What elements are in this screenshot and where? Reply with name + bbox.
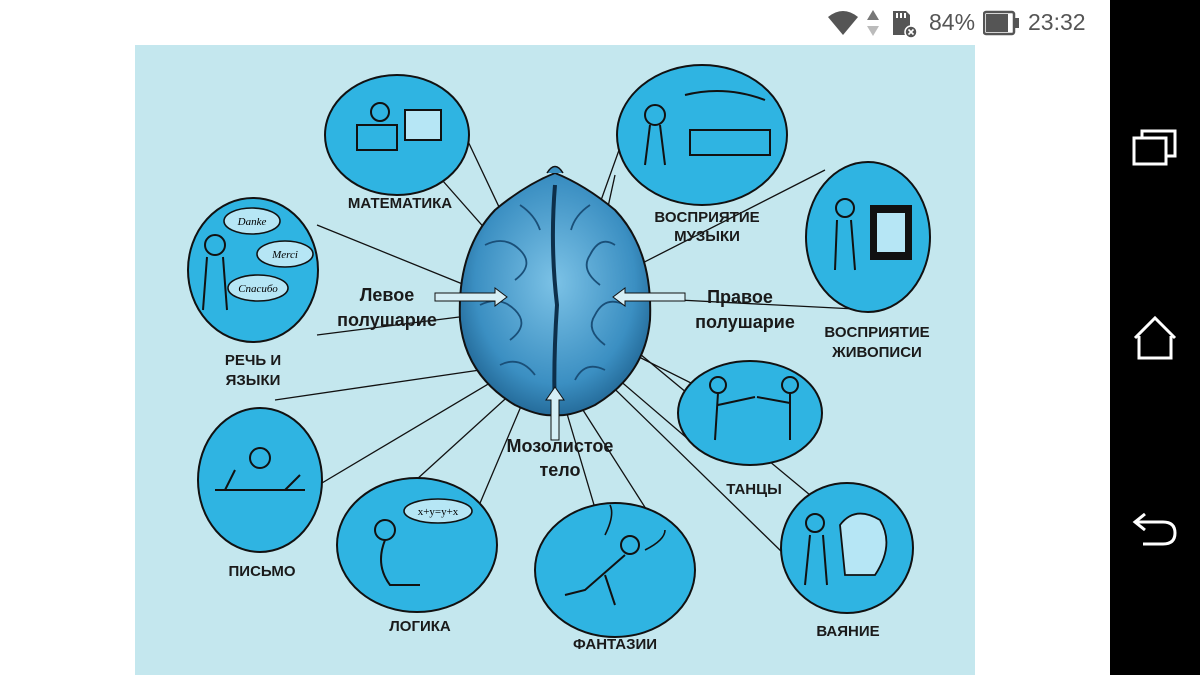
- bubble-music: [616, 64, 788, 206]
- label-logic: ЛОГИКА: [389, 618, 451, 635]
- label-art-line1: ВОСПРИЯТИЕ: [824, 324, 929, 341]
- status-bar: 84% 23:32: [0, 0, 1110, 45]
- label-music-line2: МУЗЫКИ: [674, 228, 740, 245]
- speech-word-spasibo: Спасибо: [238, 283, 278, 295]
- label-left-hemisphere-line1: Левое: [360, 285, 414, 305]
- label-right-hemisphere-line2: полушарие: [695, 312, 795, 332]
- label-fantasy: ФАНТАЗИИ: [573, 636, 657, 653]
- label-writing: ПИСЬМО: [229, 563, 296, 580]
- bubble-speech: Danke Merci Спасибо: [187, 197, 319, 343]
- speech-word-merci: Merci: [271, 249, 298, 261]
- label-music-line1: ВОСПРИЯТИЕ: [654, 209, 759, 226]
- bubble-writing: [197, 407, 323, 553]
- label-sculpture: ВАЯНИЕ: [816, 623, 879, 640]
- logic-formula: x+y=y+x: [418, 506, 459, 518]
- label-left-hemisphere-line2: полушарие: [337, 310, 437, 330]
- speech-word-danke: Danke: [237, 216, 267, 228]
- hemisphere-arrows: [434, 287, 686, 441]
- bubble-fantasy: [534, 502, 696, 638]
- back-icon[interactable]: [1129, 500, 1181, 552]
- label-corpus-callosum-line1: Мозолистое: [507, 436, 614, 456]
- label-math: МАТЕМАТИКА: [348, 195, 452, 212]
- bubble-math: [324, 74, 470, 196]
- navigation-bar: [1110, 0, 1200, 675]
- brain-hemispheres-figure: Danke Merci Спасибо x+y: [135, 45, 975, 675]
- label-art-line2: ЖИВОПИСИ: [831, 344, 922, 361]
- clock: 23:32: [1028, 9, 1086, 35]
- figure-labels: МАТЕМАТИКА ВОСПРИЯТИЕ МУЗЫКИ РЕЧЬ И ЯЗЫК…: [225, 195, 930, 653]
- label-dance: ТАНЦЫ: [726, 481, 782, 498]
- label-corpus-callosum-line2: тело: [539, 460, 580, 480]
- battery-percent: 84%: [929, 9, 976, 35]
- data-arrows-icon: [867, 10, 879, 36]
- wifi-icon: [828, 11, 858, 35]
- recents-icon[interactable]: [1129, 124, 1181, 176]
- label-speech-line1: РЕЧЬ И: [225, 352, 281, 369]
- label-right-hemisphere-line1: Правое: [707, 287, 773, 307]
- bubble-logic: x+y=y+x: [336, 477, 498, 613]
- battery-icon: [983, 10, 1019, 36]
- home-icon[interactable]: [1129, 312, 1181, 364]
- sd-card-icon: [893, 11, 918, 39]
- image-viewer[interactable]: Danke Merci Спасибо x+y: [0, 45, 1110, 675]
- bubble-sculpture: [780, 482, 914, 614]
- label-speech-line2: ЯЗЫКИ: [226, 372, 281, 389]
- bubble-dance: [677, 360, 823, 466]
- bubble-art: [805, 161, 931, 313]
